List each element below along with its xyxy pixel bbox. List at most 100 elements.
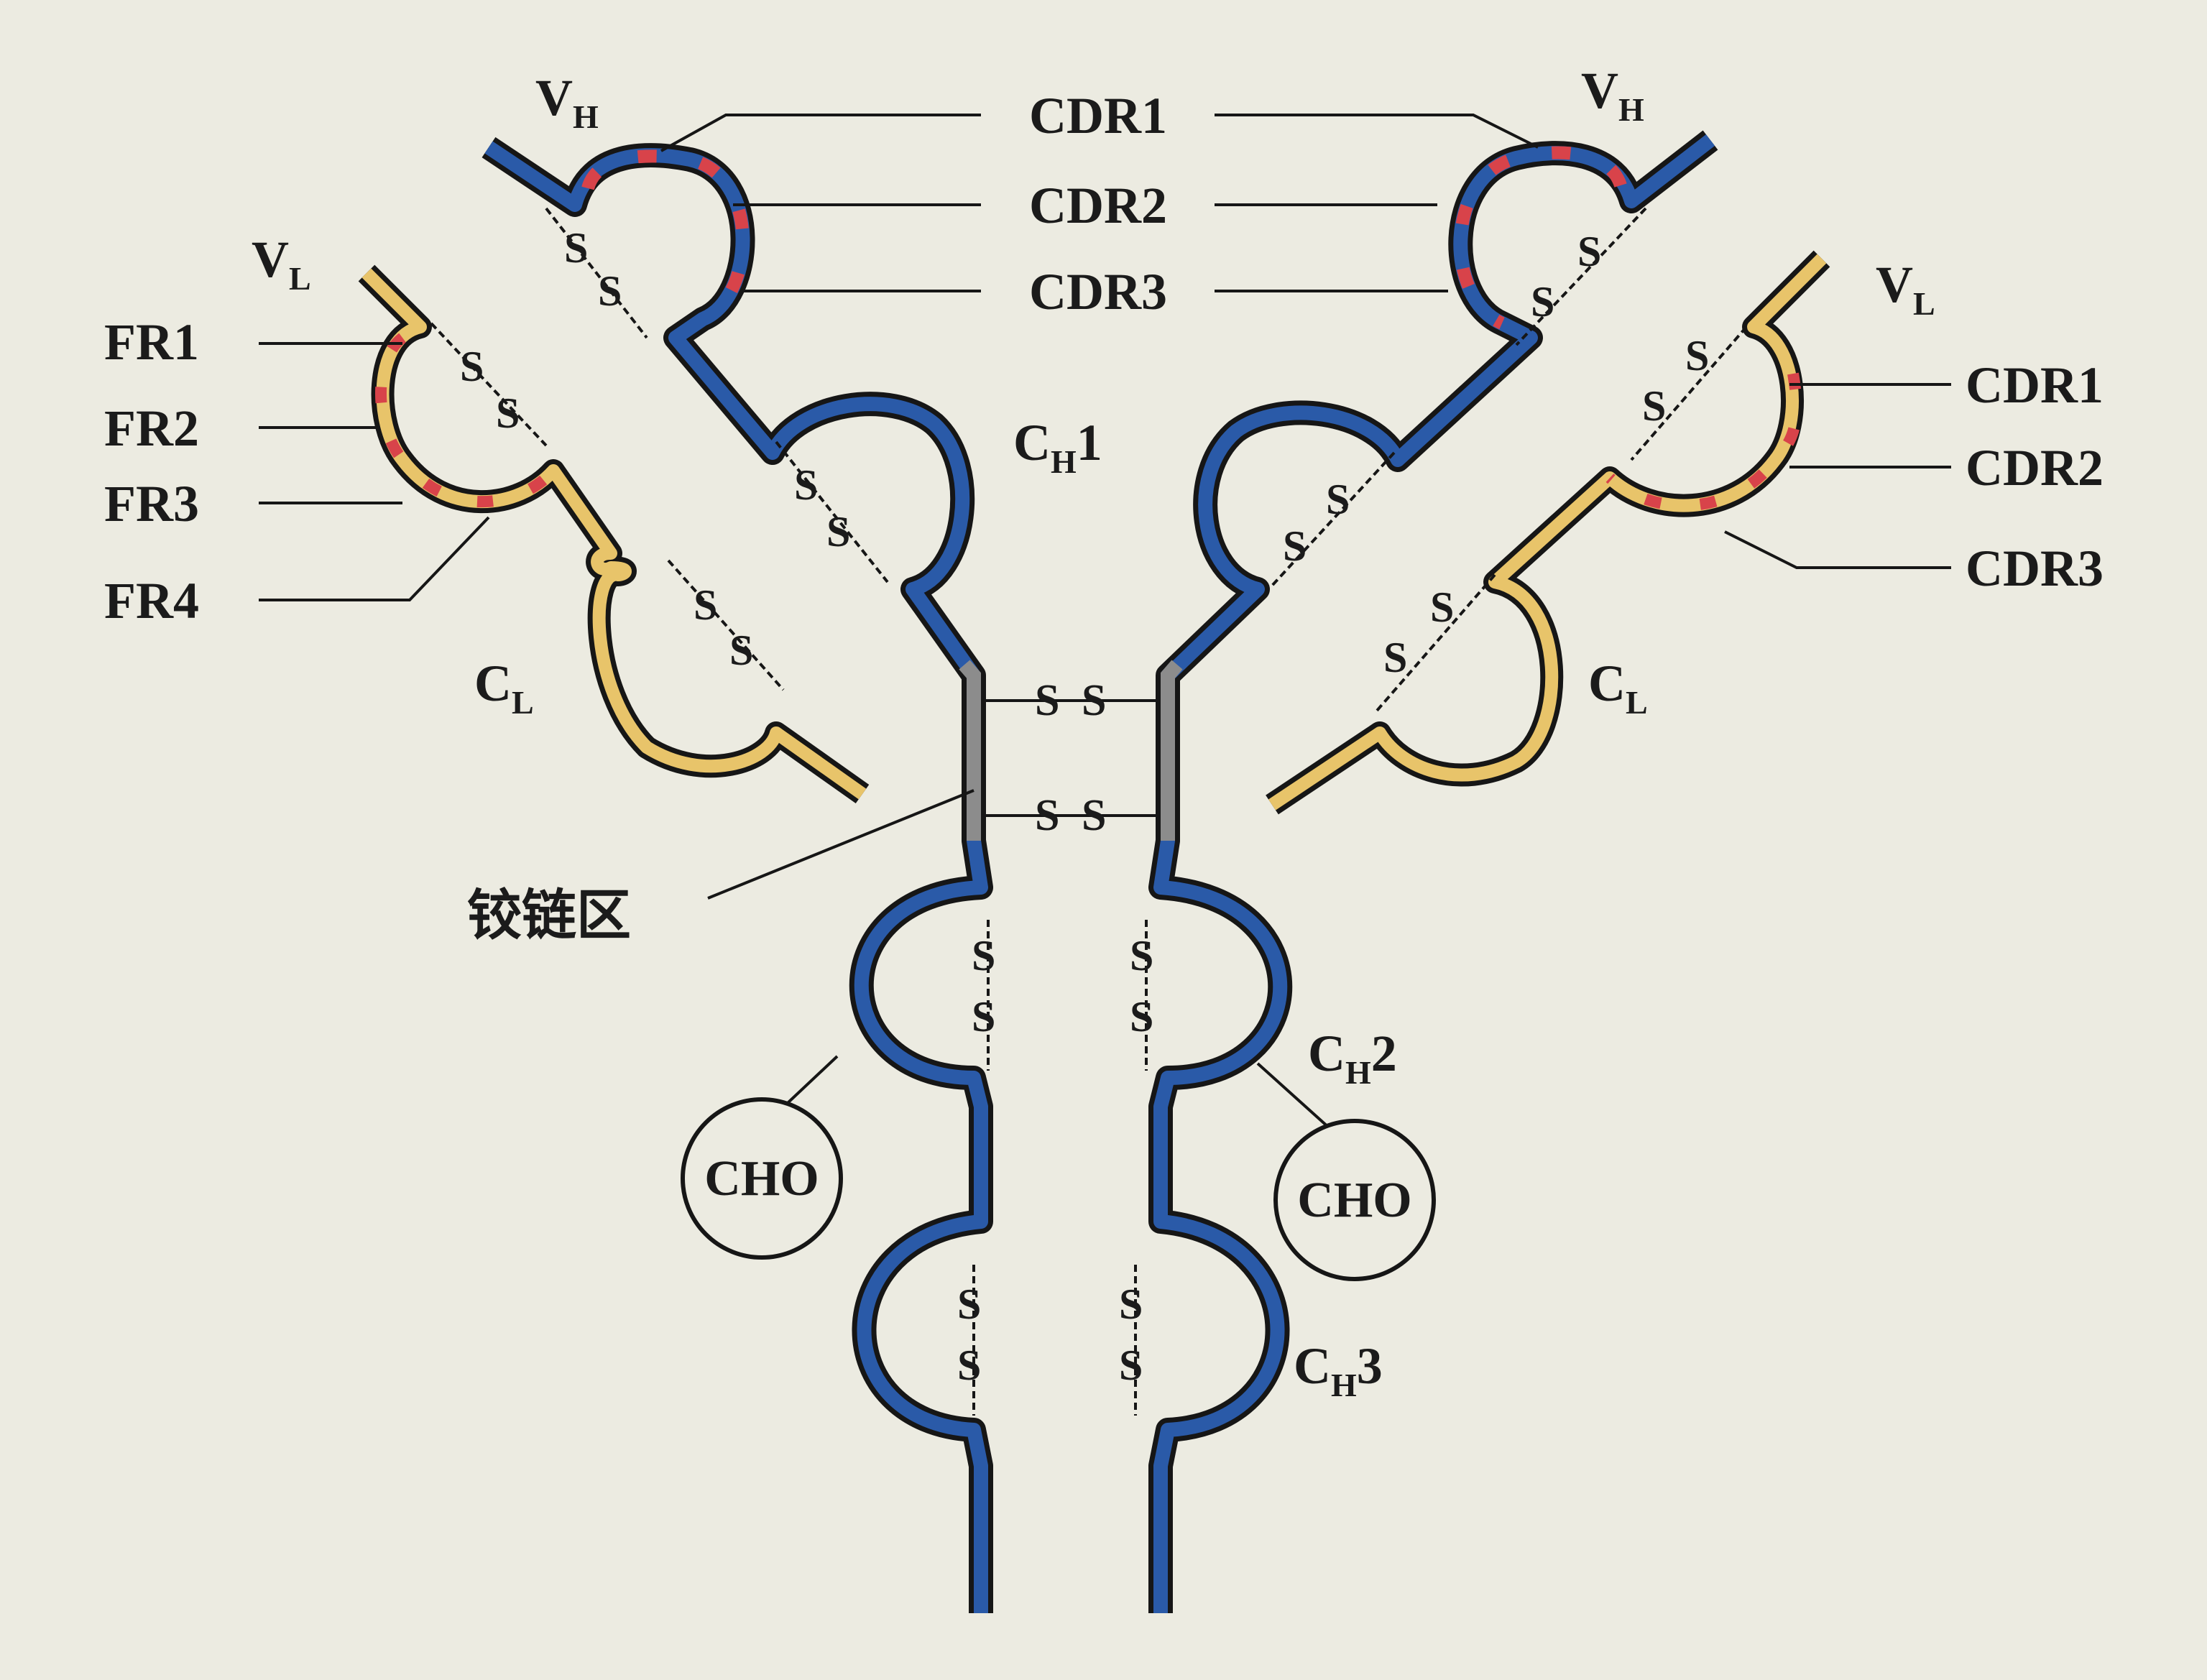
cdr2-center-label: CDR2 xyxy=(1029,177,1167,234)
vl-right-label: VL xyxy=(1876,256,1935,322)
fr4-label: FR4 xyxy=(104,572,199,629)
disulfide-bonds: S S S S S S S S S S S S S S S S S S S xyxy=(430,207,1748,1416)
domain-labels: VH VH VL VL CH1 CH2 CH3 CL CL CDR1 CDR2 … xyxy=(104,62,2104,1403)
vh-left-label: VH xyxy=(535,69,599,135)
vl-right-letter: V xyxy=(1876,256,1913,313)
heavy-chain-left-fill xyxy=(484,141,988,1613)
heavy-chain-right-fill xyxy=(1153,134,1715,1613)
fr1-label: FR1 xyxy=(104,313,199,371)
leader-cdr1-right xyxy=(1215,114,1539,149)
heavy-chain-right-outline xyxy=(1148,130,1718,1613)
vh-left-bond-line xyxy=(545,207,648,339)
vh-left-sub: H xyxy=(573,98,599,135)
ch3-num: 3 xyxy=(1357,1337,1383,1395)
vh-left-s1: S xyxy=(564,224,588,272)
cdr3-center-label: CDR3 xyxy=(1029,263,1167,320)
ch3-label: CH3 xyxy=(1294,1337,1383,1403)
light-chain-right xyxy=(1266,250,1830,815)
leader-fr4 xyxy=(259,516,490,601)
ch1-left-s2: S xyxy=(826,508,850,555)
cho-right-circle xyxy=(1273,1119,1436,1281)
ch1-letter: C xyxy=(1013,414,1051,471)
vh-right-s2: S xyxy=(1531,278,1554,326)
light-chain-left-outline xyxy=(358,264,870,804)
ch2-left-s2: S xyxy=(972,993,995,1040)
vl-right-sub: L xyxy=(1913,285,1935,322)
cho-right-connector xyxy=(1256,1062,1331,1130)
ch2-left-s1: S xyxy=(972,932,995,979)
vl-left-label: VL xyxy=(252,231,311,297)
cl-right-letter: C xyxy=(1588,655,1626,712)
cdr-marks-heavy-left xyxy=(581,149,750,326)
leader-cdr1-left xyxy=(660,114,981,152)
vl-left-letter: V xyxy=(252,231,289,288)
fr3-label: FR3 xyxy=(104,475,199,532)
hinge-label: 铰链区 xyxy=(467,883,631,947)
cl-right-bond-line xyxy=(1375,573,1496,713)
cho-left-label: CHO xyxy=(704,1151,819,1206)
leader-hinge xyxy=(707,789,975,900)
ch1-label: CH1 xyxy=(1013,414,1102,480)
vl-left-s2: S xyxy=(496,389,520,437)
cl-right-sub: L xyxy=(1626,684,1648,721)
ch2-letter: C xyxy=(1308,1025,1345,1082)
cl-left-letter: C xyxy=(474,655,512,712)
cl-right-s1: S xyxy=(1430,583,1454,631)
vl-right-s1: S xyxy=(1685,332,1709,379)
light-chain-right-fill xyxy=(1268,254,1827,811)
cl-right-s2: S xyxy=(1383,634,1407,681)
heavy-chain-left xyxy=(482,137,993,1613)
hinge-region-right xyxy=(1161,660,1183,841)
vl-right-s2: S xyxy=(1642,382,1666,430)
vh-right-sub: H xyxy=(1618,91,1644,128)
cdr3-right-label: CDR3 xyxy=(1966,540,2104,597)
ch1-num: 1 xyxy=(1077,414,1102,471)
hinge-bond-1-s2: S xyxy=(1082,676,1106,725)
ch2-sub: H xyxy=(1345,1054,1371,1091)
vh-right-bond-line xyxy=(1515,207,1647,346)
ch1-right-bond-line xyxy=(1271,451,1396,587)
vl-left-bond-line xyxy=(430,322,548,447)
cl-right-label: CL xyxy=(1588,655,1648,721)
heavy-chain-right xyxy=(1148,130,1718,1613)
cdr-marks-light-right xyxy=(1605,372,1802,512)
ch3-left-s2: S xyxy=(957,1342,981,1389)
cho-right-label: CHO xyxy=(1297,1173,1411,1228)
hinge-bond-1-s1: S xyxy=(1035,676,1059,725)
leader-lines xyxy=(259,114,1951,900)
vl-left-sub: L xyxy=(289,260,311,297)
vl-left-s1: S xyxy=(460,343,484,390)
cl-left-s2: S xyxy=(729,627,753,674)
ch3-sub: H xyxy=(1331,1367,1357,1403)
cdr1-center-label: CDR1 xyxy=(1029,87,1167,144)
vh-right-s1: S xyxy=(1577,228,1601,275)
cdr1-right-label: CDR1 xyxy=(1966,356,2104,414)
ch3-right-s2: S xyxy=(1119,1342,1143,1389)
hinge-region-left xyxy=(959,660,981,841)
ch2-num: 2 xyxy=(1371,1025,1397,1082)
hinge-bond-2-s2: S xyxy=(1082,791,1106,840)
cl-left-sub: L xyxy=(512,684,534,721)
ch1-right-s2: S xyxy=(1283,522,1307,570)
ch3-letter: C xyxy=(1294,1337,1331,1395)
cho-left: CHO xyxy=(681,1055,843,1260)
vh-right-label: VH xyxy=(1581,62,1644,128)
cl-left-label: CL xyxy=(474,655,534,721)
vl-right-bond-line xyxy=(1630,326,1748,461)
ch2-right-s1: S xyxy=(1130,932,1153,979)
ch3-left-s1: S xyxy=(957,1280,981,1328)
cdr2-right-label: CDR2 xyxy=(1966,439,2104,497)
cdr-marks-heavy-right xyxy=(1454,146,1627,330)
ch3-right-s1: S xyxy=(1119,1280,1143,1328)
cho-left-circle xyxy=(681,1097,843,1260)
hinge-bond-2-s1: S xyxy=(1035,791,1059,840)
fr2-label: FR2 xyxy=(104,400,199,457)
ch1-left-bond-line xyxy=(775,440,889,583)
cho-right: CHO xyxy=(1256,1062,1436,1281)
light-chain-left xyxy=(358,264,870,804)
ch2-right-s2: S xyxy=(1130,993,1153,1040)
leader-cdr3-light-right xyxy=(1724,530,1951,569)
cl-left-bond-line xyxy=(667,559,785,691)
